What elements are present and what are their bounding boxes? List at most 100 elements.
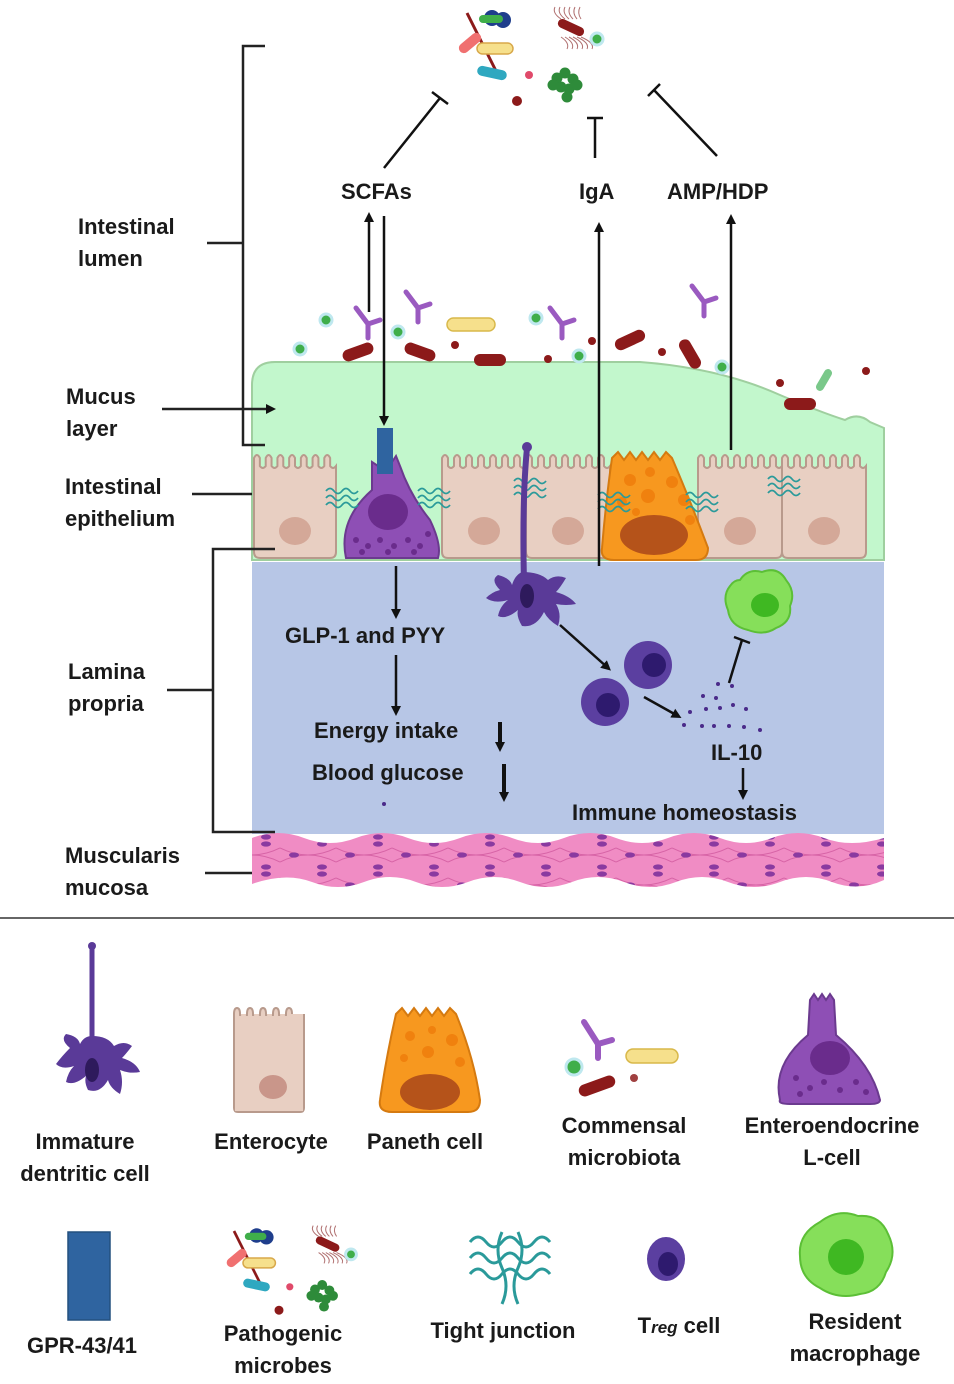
pilus [568,36,579,50]
il10-cytokines [382,682,762,806]
label-mucus-layer: Mucus layer [66,384,136,441]
rod-bacterium [474,354,506,366]
label-immune-homeostasis: Immune homeostasis [572,800,797,825]
enterocyte [525,454,611,559]
label-glp1-pyy: GLP-1 and PYY [285,623,446,648]
label-intestinal-epithelium: Intestinal epithelium [65,474,176,531]
tight-junction-strand [597,491,631,499]
coccus [286,1283,294,1291]
rod-bacterium [614,329,646,351]
legend-label-tight-junction: Tight junction [430,1318,576,1343]
treg-cells [581,641,672,726]
legend-enterocyte-icon [233,1006,305,1113]
dendritic-cell [486,442,576,627]
label-amp-hdp: AMP/HDP [667,179,769,204]
label-il10: IL-10 [711,740,763,765]
label-blood-glucose: Blood glucose [312,760,464,785]
label-scfas: SCFAs [341,179,412,204]
rod-bacterium [816,369,832,391]
arrow-treg-to-il10 [643,695,682,718]
coccus [390,324,406,340]
staph-cluster [306,1290,317,1301]
green-rod [244,1232,267,1240]
tight-junction-strand [597,498,631,506]
coccus [714,359,730,375]
flagellated-bacterium [476,42,514,55]
tight-junction-strand [685,505,719,513]
tight-junction-strand [767,489,801,497]
coccus [451,341,459,349]
legend-pathogen-icon [226,1225,358,1315]
tight-junction-strand [597,505,631,513]
tight-junction-strand [685,498,719,506]
legend-macrophage-icon [798,1212,894,1297]
pilus [329,1252,339,1264]
tight-junction-strand [325,487,359,495]
label-iga: IgA [579,179,615,204]
legend-tight-junction-icon [468,1231,552,1305]
coccus [274,1305,284,1315]
staph-cluster [571,79,583,91]
pilus [564,36,574,50]
pili-bacterium [557,18,585,37]
staph-cluster [319,1301,329,1312]
rod-bacterium [784,398,816,410]
muscularis-mucosa [252,833,884,887]
antibody [403,289,433,325]
tight-junction-strand [513,484,547,492]
pilus [576,36,588,50]
coccus [571,348,587,364]
legend-label-lcell: Enteroendocrine L-cell [744,1113,920,1170]
legend-label-enterocyte: Enterocyte [214,1129,328,1154]
inhibit-il10 [727,635,751,684]
tight-junction-strand [496,1231,508,1305]
tight-junction-strand [417,487,451,495]
enterocyte [441,454,527,559]
legend-label-commensal: Commensal microbiota [561,1113,687,1170]
legend-label-paneth: Paneth cell [366,1129,484,1154]
tight-junction-strand [468,1251,552,1265]
coccus [776,379,784,387]
pilus [560,36,569,50]
label-lamina-propria: Lamina propria [68,659,146,716]
legend-label-pathogen: Pathogenic microbes [223,1321,343,1378]
pilus [316,1225,323,1237]
tight-junction-strand [767,482,801,490]
antibody [689,283,719,319]
coccus [588,337,596,345]
legend-label-macrophage: Resident macrophage [789,1309,921,1366]
enterocyte-nucleus [724,517,756,545]
tight-junction-strand [512,1231,524,1305]
legend-commensal-icon [564,1019,679,1097]
legend-label-dc: Immature dentritic cell [20,1129,150,1186]
green-rod [479,15,503,23]
coccus [658,348,666,356]
pathogenic-microbes-cluster [458,6,605,106]
pilus [333,1225,338,1237]
pilus [578,6,582,20]
tight-junction-strand [767,475,801,483]
enterocyte [781,454,867,559]
pathway-arrows [364,83,751,802]
l-cell [343,428,440,559]
pilus [573,6,578,20]
blue-rod [477,65,507,81]
legend-paneth-icon [378,1006,482,1113]
layer-brackets [162,44,276,875]
coccus [525,71,533,79]
staph-cluster [328,1290,338,1301]
pilus [318,1252,326,1264]
legend-icons [56,942,894,1321]
pilus [572,36,584,50]
commensal-microbiota-lumen [292,283,870,410]
label-muscularis-mucosa: Muscularis mucosa [65,843,180,900]
inhibit-amp [647,83,718,157]
tight-junction-strand [513,477,547,485]
legend-lcell-icon [777,992,882,1105]
coccus [344,1247,358,1262]
enterocyte [697,454,783,559]
bacillus [446,317,496,332]
inhibit-iga [587,116,603,158]
tight-junction-strand [325,494,359,502]
